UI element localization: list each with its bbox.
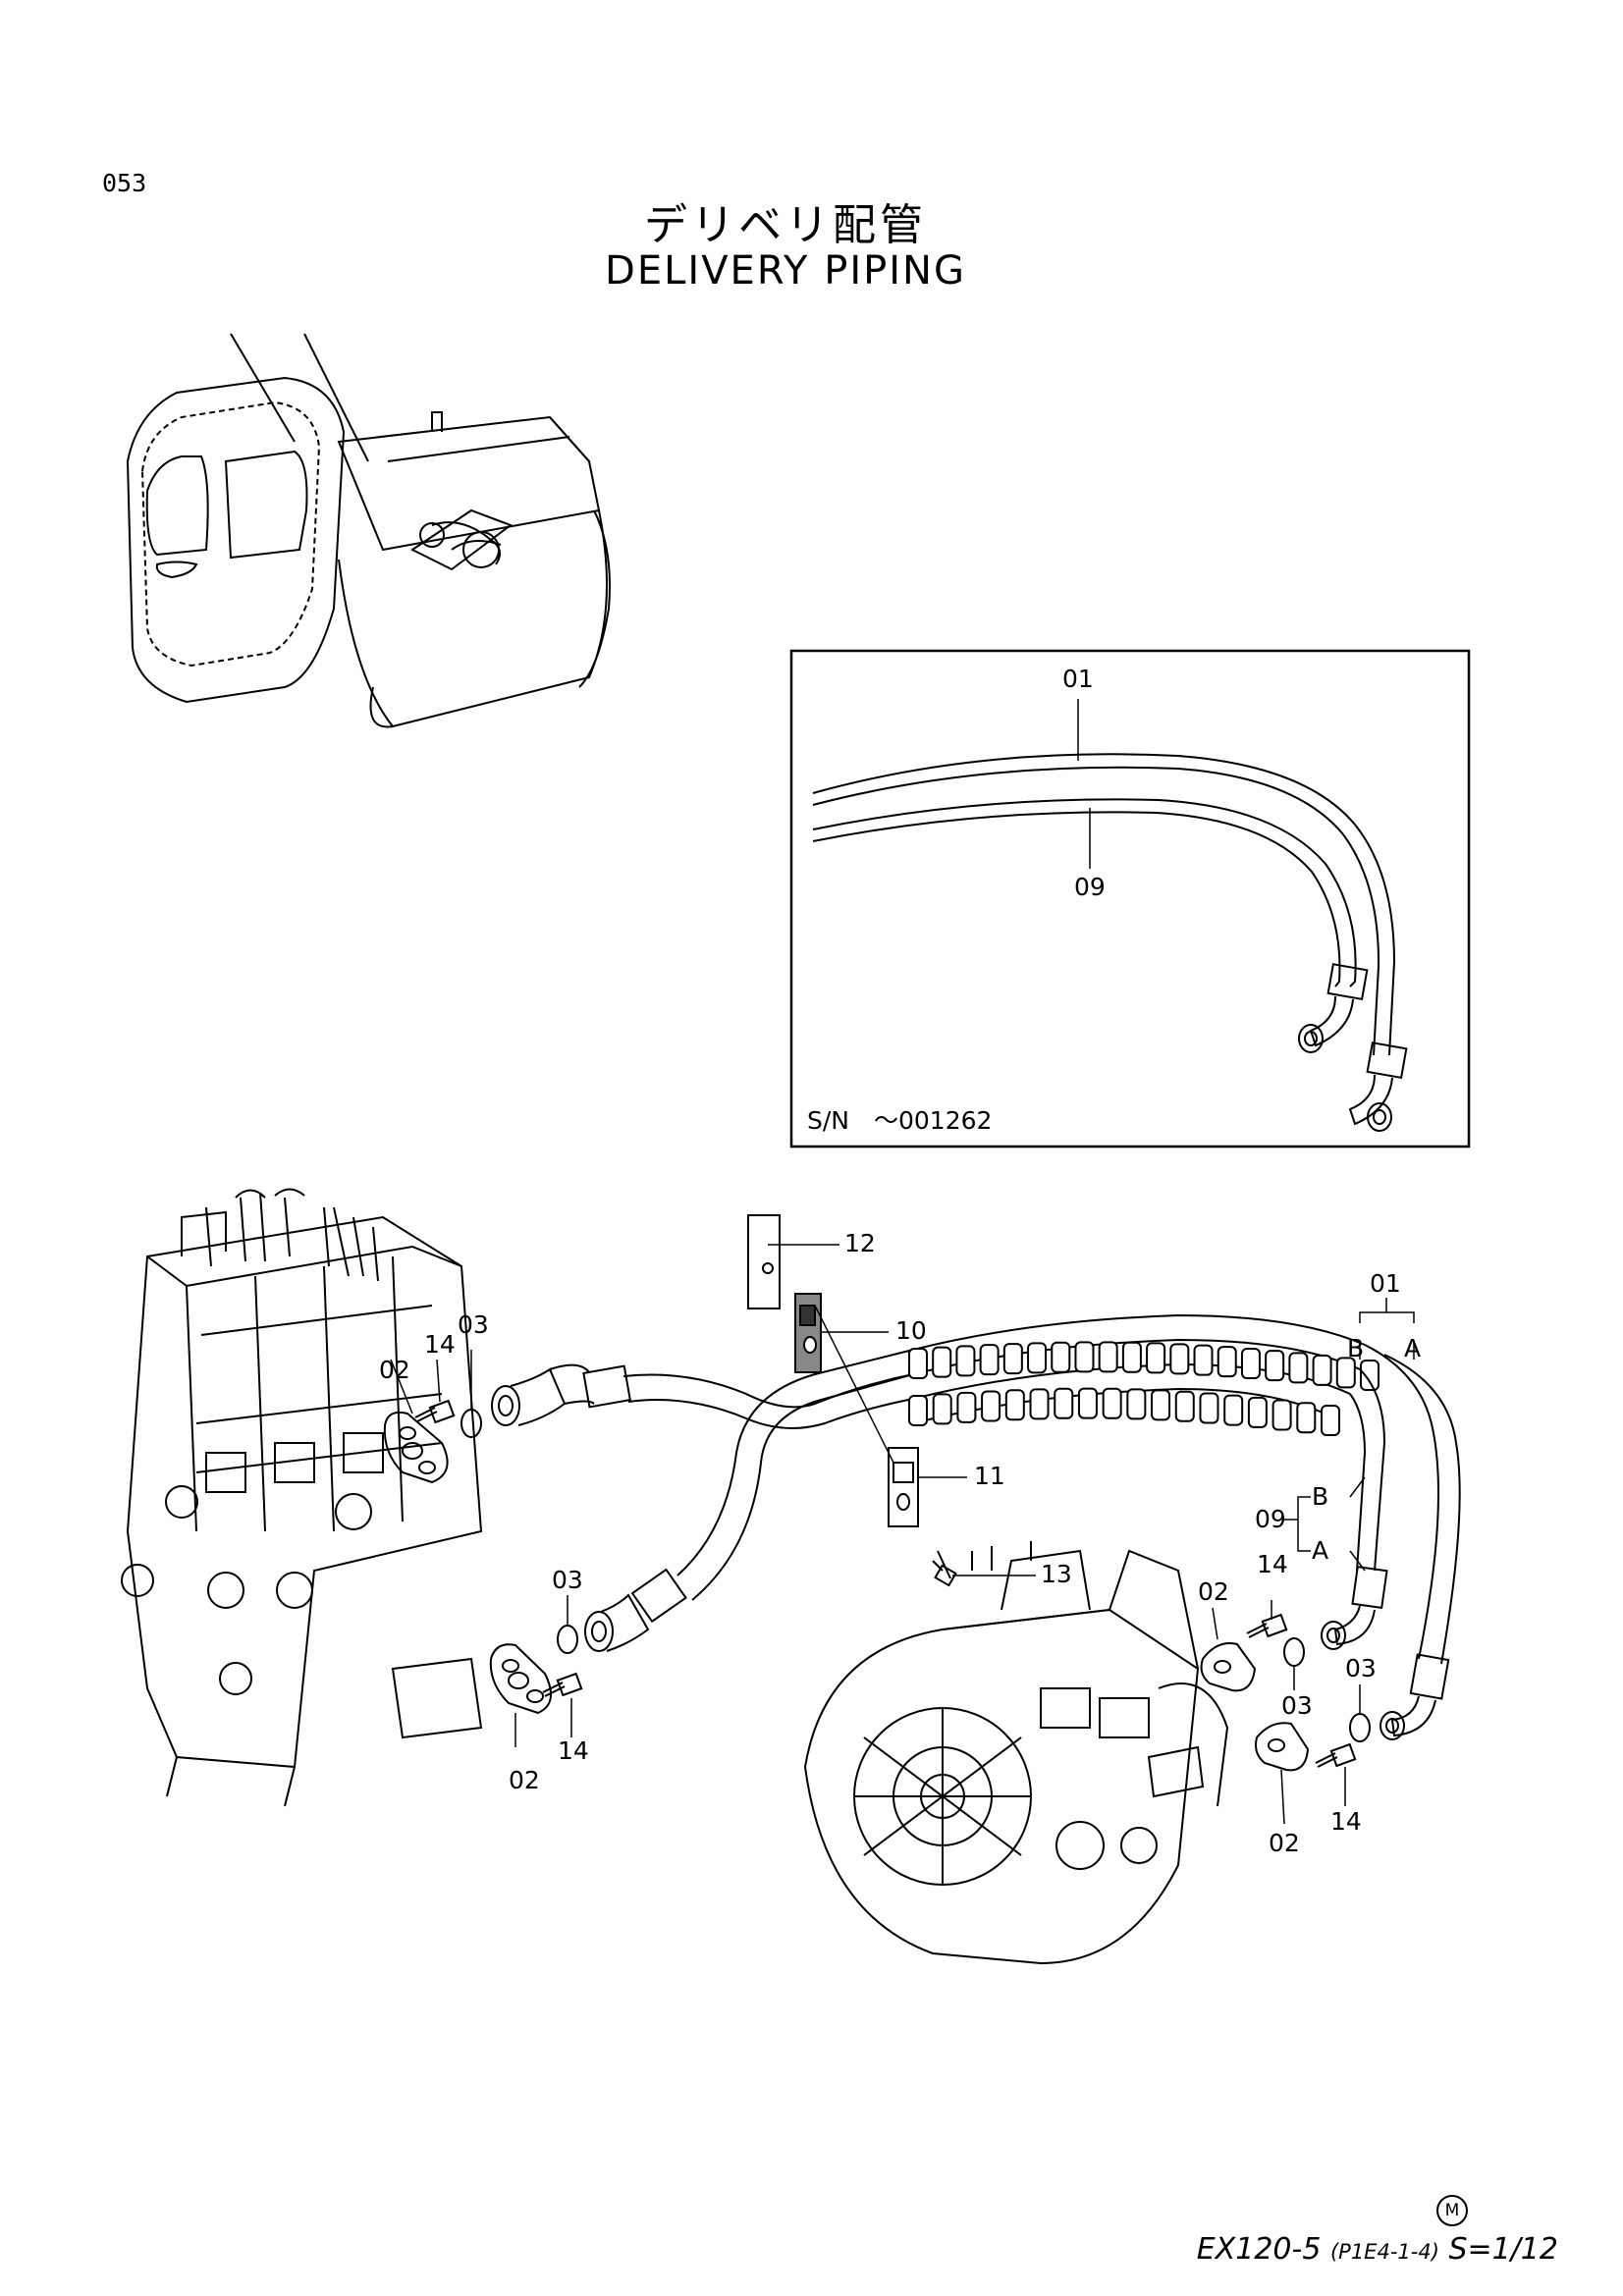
callout-13: 13 xyxy=(1041,1560,1072,1588)
spring-guard-coil xyxy=(1240,1348,1261,1380)
spring-guard-coil xyxy=(1217,1346,1237,1378)
o-ring-right-upper xyxy=(1283,1637,1305,1667)
spring-guard-coil xyxy=(908,1348,928,1379)
spring-guard-coil xyxy=(1054,1387,1074,1419)
flange-right-lower xyxy=(1255,1722,1310,1772)
callout-right-03b: 03 xyxy=(1345,1654,1377,1682)
spring-guard-coil xyxy=(1193,1344,1214,1376)
bolt-right-upper xyxy=(1246,1613,1288,1638)
spring-guard-coil xyxy=(1360,1360,1380,1391)
spring-guard-coil xyxy=(956,1391,977,1423)
footer-code: EX120-5 (P1E4-1-4) S=1/12 xyxy=(1197,2232,1558,2267)
spring-guard-coil xyxy=(1223,1394,1244,1426)
spring-guard-coil xyxy=(1199,1392,1219,1424)
callout-01: 01 xyxy=(1370,1269,1401,1298)
callout-left-03a: 03 xyxy=(458,1310,489,1339)
spring-guard-coil xyxy=(1002,1343,1023,1375)
spring-guard-coil xyxy=(955,1345,976,1377)
spring-guard-coil xyxy=(1265,1350,1285,1382)
clamp-parts xyxy=(747,1214,957,1587)
callout-right-14a: 14 xyxy=(1257,1550,1288,1578)
hose-right-ends xyxy=(1321,1344,1461,1740)
callout-right-14b: 14 xyxy=(1330,1807,1362,1836)
callout-right-02b: 02 xyxy=(1269,1829,1300,1857)
bolt-right-lower xyxy=(1315,1742,1357,1768)
spring-guard-coil xyxy=(1146,1342,1166,1374)
title-japanese: デリベリ配管 xyxy=(644,200,927,250)
spring-guard-coil xyxy=(1169,1343,1190,1375)
spring-guard-coil xyxy=(932,1393,952,1425)
flange-right-upper xyxy=(1200,1642,1257,1692)
footer-ref: (P1E4-1-4) xyxy=(1329,2240,1439,2264)
spring-guard-coil xyxy=(1027,1342,1048,1374)
main-pump-illustration xyxy=(803,1541,1229,1965)
o-ring-left-lower xyxy=(557,1625,578,1654)
inset-label-09: 09 xyxy=(1074,873,1106,901)
spring-guard-coil xyxy=(1335,1357,1356,1389)
spring-guard-coil xyxy=(932,1346,952,1378)
spring-guard-coil xyxy=(1004,1389,1025,1421)
clamp-plate-12 xyxy=(747,1214,781,1309)
callout-09: 09 xyxy=(1255,1505,1286,1533)
spring-guard-coil xyxy=(1126,1388,1147,1420)
spring-guard-coil xyxy=(1077,1387,1098,1419)
spring-guard-coil xyxy=(1151,1389,1171,1421)
spring-guard-coils xyxy=(908,1341,1380,1436)
callout-right-02a: 02 xyxy=(1198,1577,1229,1606)
footer-scale: S=1/12 xyxy=(1448,2232,1558,2267)
callout-01-b: B xyxy=(1347,1334,1364,1362)
callout-left-14a: 14 xyxy=(424,1330,456,1359)
spring-guard-coil xyxy=(1051,1341,1071,1373)
inset-frame xyxy=(789,649,1471,1148)
callout-09-a: A xyxy=(1312,1536,1328,1565)
spring-guard-coil xyxy=(908,1395,928,1426)
spring-guard-coil xyxy=(979,1344,1000,1376)
excavator-overview-illustration xyxy=(126,333,611,728)
clamp-11 xyxy=(888,1447,919,1527)
callout-left-02b: 02 xyxy=(509,1766,540,1794)
spring-guard-coil xyxy=(1288,1352,1309,1384)
callout-01-a: A xyxy=(1404,1334,1421,1362)
spring-guard-coil xyxy=(1102,1387,1122,1419)
spring-guard-coil xyxy=(1271,1399,1292,1431)
callout-12: 12 xyxy=(844,1229,876,1257)
flange-left-lower xyxy=(489,1643,553,1715)
spring-guard-coil xyxy=(1247,1396,1268,1428)
inset-label-01: 01 xyxy=(1062,665,1094,693)
spring-guard-coil xyxy=(1321,1405,1340,1436)
callout-left-03b: 03 xyxy=(552,1566,583,1594)
control-valve-illustration xyxy=(121,1188,483,1807)
callout-left-14b: 14 xyxy=(558,1736,589,1765)
callout-right-03a: 03 xyxy=(1281,1691,1313,1720)
callout-11: 11 xyxy=(974,1462,1005,1490)
bolt-left-upper xyxy=(414,1399,456,1424)
m-badge: M xyxy=(1436,2195,1468,2226)
callout-left-02a: 02 xyxy=(379,1356,410,1384)
o-ring-right-lower xyxy=(1349,1713,1371,1742)
inset-serial-note: S/N ～001262 xyxy=(807,1106,992,1135)
spring-guard-coil xyxy=(1074,1341,1095,1373)
leader-lines xyxy=(390,1244,1415,1825)
bolt-left-lower xyxy=(542,1672,583,1697)
spring-guard-coil xyxy=(981,1390,1001,1422)
spring-guard-coil xyxy=(1029,1388,1050,1420)
callout-09-b: B xyxy=(1312,1482,1328,1511)
spring-guard-coil xyxy=(1312,1354,1332,1386)
footer-model: EX120-5 xyxy=(1196,2232,1322,2267)
spring-guard-coil xyxy=(1098,1341,1118,1373)
spring-guard-coil xyxy=(1121,1341,1142,1373)
callout-10: 10 xyxy=(895,1316,927,1345)
spring-guard-coil xyxy=(1296,1402,1317,1434)
inset-early-serial-detail xyxy=(789,649,1471,1148)
flange-left-upper xyxy=(383,1411,449,1484)
o-ring-left-upper xyxy=(460,1409,482,1438)
title-english: DELIVERY PIPING xyxy=(605,248,966,294)
spring-guard-coil xyxy=(1174,1390,1195,1422)
page-number: 053 xyxy=(102,169,147,197)
